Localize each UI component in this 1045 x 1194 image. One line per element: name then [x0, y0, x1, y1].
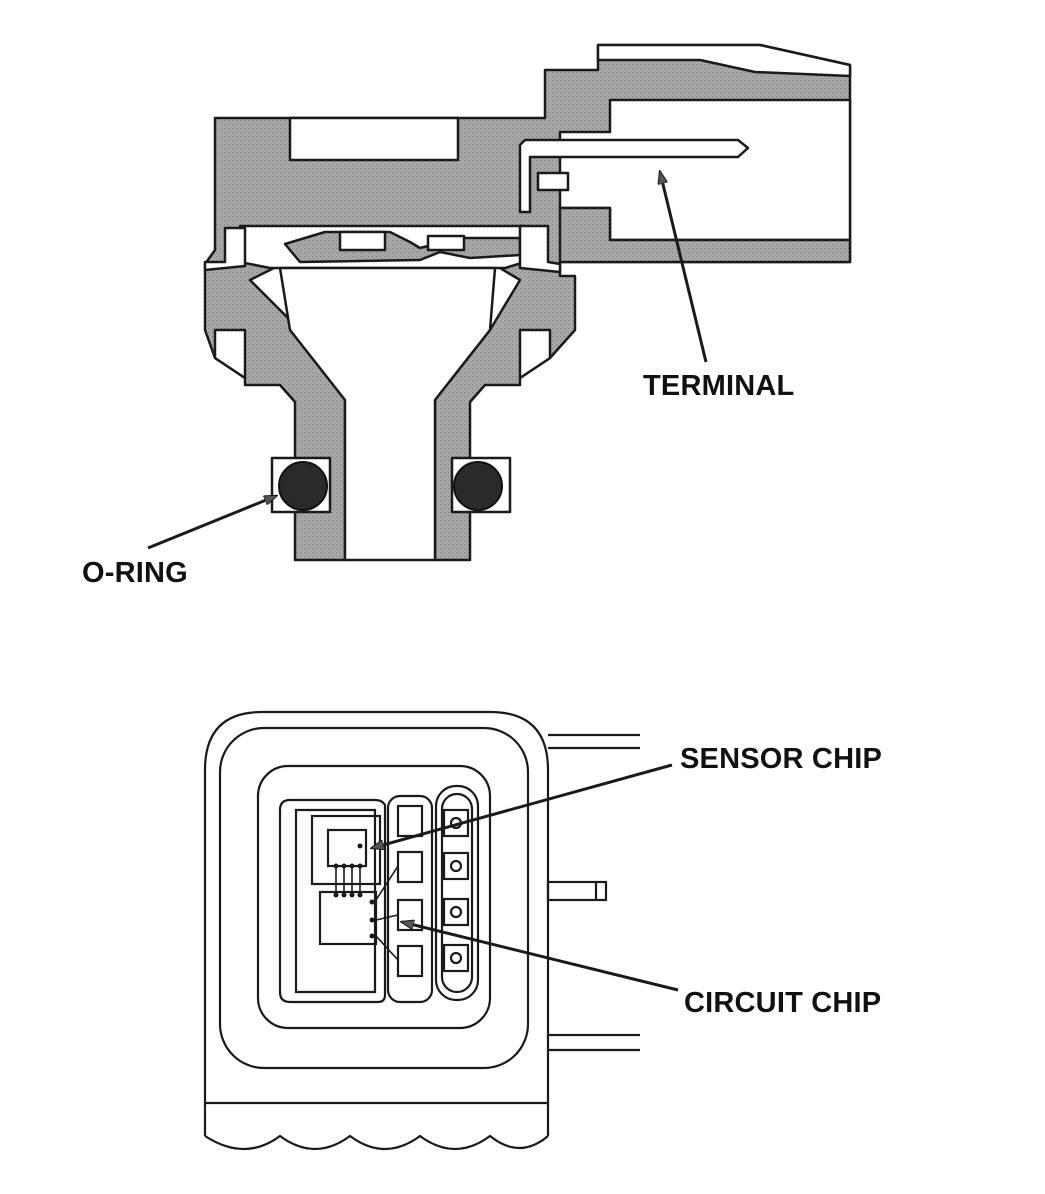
- connector-lip: [596, 43, 852, 78]
- bond-wire-7: [375, 935, 399, 961]
- side-tab: [546, 880, 608, 902]
- right-clamp: [518, 224, 562, 274]
- inner-frame-2: [294, 808, 377, 994]
- terminal-arrow: [660, 172, 708, 363]
- pin-3: [449, 905, 463, 919]
- terminal-blade: [518, 138, 750, 214]
- chip-bond-pads: [333, 843, 375, 939]
- middle-frame: [256, 764, 492, 1030]
- o-ring-right: [453, 461, 503, 511]
- o-ring-left: [278, 461, 328, 511]
- left-clamp: [203, 226, 247, 272]
- inner-frame: [278, 798, 387, 1004]
- pin-box-2: [442, 851, 470, 881]
- left-chamfer: [213, 328, 247, 380]
- top-view: [203, 710, 640, 1151]
- pin-box-3: [442, 897, 470, 927]
- pad-4: [396, 944, 424, 978]
- circuit-chip-arrow: [402, 922, 679, 992]
- right-chamfer: [518, 328, 552, 380]
- pressure-bore: [278, 266, 497, 562]
- pin-4: [449, 951, 463, 965]
- bond-wire-6: [375, 914, 399, 921]
- chip-block-2: [426, 234, 466, 252]
- pin-column-inner: [440, 792, 474, 994]
- housing-outline: [203, 710, 550, 1136]
- cross-section-view: [203, 43, 852, 562]
- terminal-lug: [536, 171, 570, 192]
- pad-2: [396, 850, 424, 884]
- o-ring-arrow: [147, 494, 276, 550]
- circuit-chip-label: CIRCUIT CHIP: [684, 987, 881, 1019]
- upper-cavity: [288, 116, 460, 162]
- outer-frame: [218, 726, 530, 1070]
- pad-1: [396, 804, 424, 838]
- connector-wedge: [558, 206, 852, 264]
- sensor-chip-frame: [310, 814, 382, 886]
- o-ring-label: O-RING: [82, 557, 188, 589]
- sensor-chip-arrow: [372, 763, 673, 848]
- bond-wire-5: [375, 865, 399, 901]
- chip-block: [338, 230, 387, 252]
- sensor-chip: [326, 828, 368, 868]
- sensor-chip-label: SENSOR CHIP: [680, 743, 882, 775]
- pin-column: [434, 784, 480, 1002]
- terminal-label: TERMINAL: [643, 370, 794, 402]
- pad-column: [386, 794, 434, 1004]
- pin-box-1: [442, 808, 470, 838]
- pin-box-4: [442, 943, 470, 973]
- pin-2: [449, 859, 463, 873]
- circuit-chip: [318, 890, 378, 946]
- housing-base: [204, 1134, 549, 1151]
